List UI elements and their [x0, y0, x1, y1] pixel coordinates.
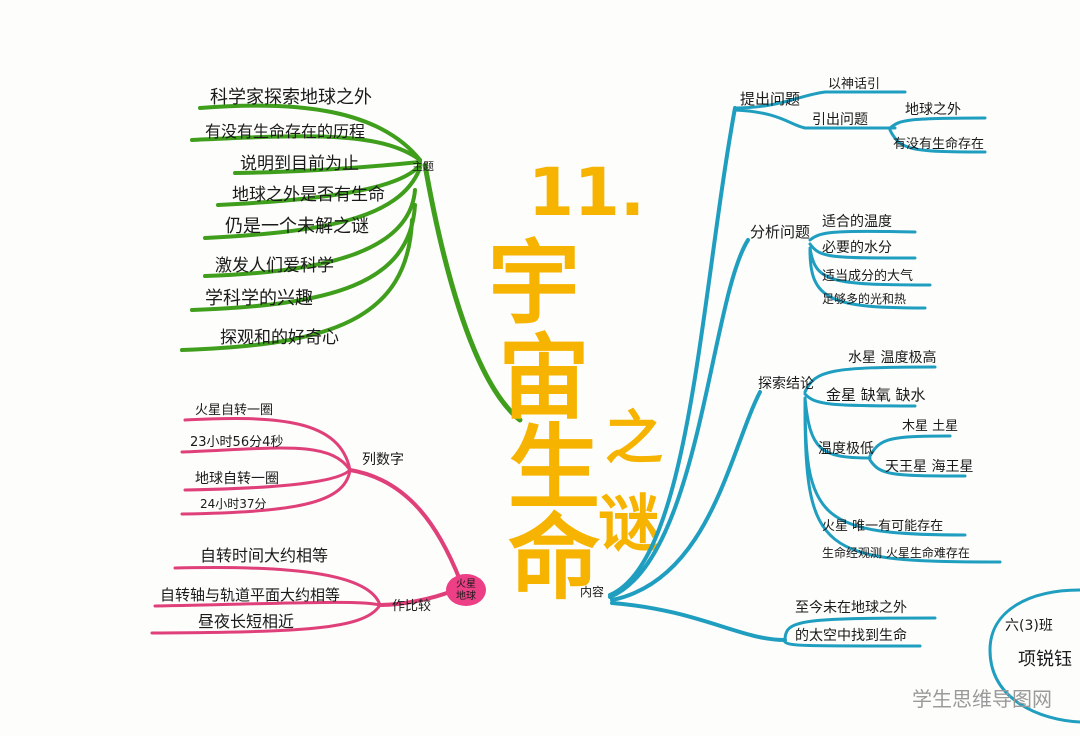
pink-g2-item-1: 自转时间大约相等 [200, 546, 328, 565]
pink-g1-item-2: 23小时56分4秒 [190, 435, 283, 450]
blue-b4-line-a: 至今未在地球之外 [795, 600, 907, 616]
blue-b2-line-1 [808, 229, 917, 242]
blue-b3-label: 探索结论 [758, 375, 814, 392]
blue-b3-item-3a: 木星 土星 [902, 419, 958, 434]
green-line-4 [216, 163, 422, 207]
author-circle [988, 588, 1080, 724]
pink-g1-item-3: 地球自转一圈 [195, 471, 279, 487]
blue-b1-label: 提出问题 [740, 90, 800, 108]
blue-b3-line-2 [803, 392, 917, 408]
blue-b3-line-4 [868, 434, 952, 458]
blue-b4-line-2 [783, 640, 922, 648]
blue-b3-item-2: 金星 缺氧 缺水 [826, 386, 926, 404]
pink-g2-item-2: 自转轴与轨道平面大约相等 [160, 586, 340, 604]
pink-g2-item-3: 昼夜长短相近 [198, 612, 294, 631]
pink-line-6 [153, 600, 382, 608]
title-char-4: 命 [508, 505, 600, 612]
green-trunk [422, 162, 523, 423]
pink-line-5 [173, 565, 382, 607]
title-group: 11. 宇 宙 生 命 之 谜 [488, 154, 663, 612]
pink-line-7 [150, 603, 382, 635]
pink-line-2 [180, 446, 352, 472]
pink-branch [150, 416, 462, 635]
pink-g1-item-1: 火星自转一圈 [195, 403, 273, 418]
green-line-2 [190, 134, 422, 162]
blue-b3-item-5: 生命经观测 火星生命难存在 [822, 545, 970, 560]
title-number: 11. [528, 154, 645, 231]
blue-b2-item-4: 足够多的光和热 [822, 291, 906, 306]
blue-b3-line-3 [803, 396, 872, 460]
pink-line-4 [180, 468, 352, 516]
blue-b3-line-5 [868, 458, 967, 478]
green-item-8: 探观和的好奇心 [220, 328, 339, 348]
blue-b1-line-1 [733, 90, 907, 110]
blue-b1-line-2 [733, 108, 897, 130]
blue-trunk-2 [608, 238, 750, 599]
green-item-4: 地球之外是否有生命 [232, 185, 385, 205]
green-item-2: 有没有生命存在的历程 [205, 122, 365, 141]
blue-b2-line-4 [808, 248, 927, 310]
blue-b2-item-3: 适当成分的大气 [822, 268, 913, 284]
blue-b1-sub2a: 地球之外 [905, 102, 961, 118]
blue-trunk-1 [608, 106, 737, 597]
pink-g1-item-4: 24小时37分 [200, 497, 267, 511]
blue-b1-line-3 [888, 116, 987, 130]
green-item-6: 激发人们爱科学 [215, 256, 334, 276]
green-line-5 [203, 166, 422, 240]
green-item-5: 仍是一个未解之谜 [225, 216, 369, 237]
blue-b3-item-3: 温度极低 [818, 441, 874, 457]
green-line-6 [203, 188, 417, 278]
blue-b4-line-b: 的太空中找到生命 [795, 627, 907, 644]
green-branch [180, 103, 523, 423]
blue-b2-item-1: 适合的温度 [822, 214, 892, 230]
blue-b3-line-1 [803, 365, 937, 394]
pink-node-label-top: 火星地球 [456, 578, 476, 602]
pink-group1-label: 列数字 [362, 452, 404, 468]
title-char-2: 宙 [498, 325, 590, 432]
green-line-8 [180, 218, 414, 352]
author-name: 项锐钰 [1018, 649, 1072, 670]
blue-trunk-4 [610, 601, 787, 642]
pink-trunk-1 [348, 468, 462, 582]
blue-b3-line-7 [803, 400, 1002, 564]
pink-line-1 [183, 416, 352, 472]
blue-root-label: 内容 [580, 584, 604, 599]
blue-b2-line-2 [808, 242, 917, 260]
title-suffix-1: 之 [605, 404, 663, 472]
blue-b1-line-4 [888, 128, 987, 154]
blue-b3-item-4: 火星 唯一有可能存在 [822, 519, 943, 534]
blue-branch [608, 90, 1002, 648]
green-item-1: 科学家探索地球之外 [210, 87, 372, 108]
blue-b1-sub2b: 有没有生命存在 [893, 136, 984, 152]
blue-b4-line-1 [783, 616, 937, 642]
blue-b1-sub1: 以神话引 [828, 77, 880, 92]
blue-b2-line-3 [808, 246, 932, 287]
green-item-3: 说明到目前为止 [240, 154, 359, 174]
blue-b1-sub2: 引出问题 [812, 112, 868, 128]
author-class: 六(3)班 [1005, 618, 1053, 634]
green-hub-label: 主题 [412, 160, 434, 173]
blue-b2-item-2: 必要的水分 [822, 240, 892, 256]
green-line-3 [233, 160, 422, 175]
pink-node-label-line: 火星 [456, 578, 476, 590]
green-line-1 [198, 103, 422, 162]
pink-node-label-line: 地球 [456, 589, 476, 602]
green-item-7: 学科学的兴趣 [205, 288, 313, 309]
blue-b3-item-1: 水星 温度极高 [848, 349, 936, 366]
blue-b3-item-3b: 天王星 海王星 [885, 459, 973, 475]
pink-node [446, 574, 486, 606]
blue-trunk-3 [610, 390, 762, 602]
watermark: 学生思维导图网 [912, 687, 1052, 711]
pink-line-3 [183, 468, 352, 492]
title-char-1: 宇 [488, 230, 580, 337]
blue-b2-label: 分析问题 [750, 223, 810, 241]
title-char-3: 生 [508, 415, 600, 522]
pink-group2-label: 作比较 [392, 599, 431, 614]
